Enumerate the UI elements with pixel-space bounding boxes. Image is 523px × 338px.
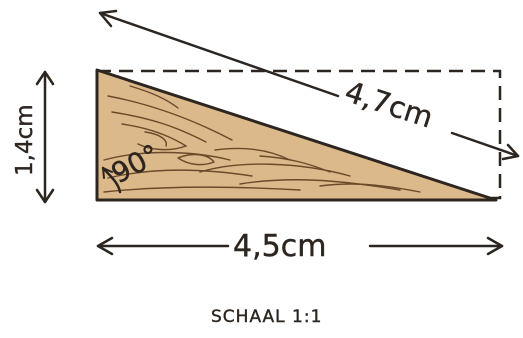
hypotenuse-arrow <box>98 9 520 161</box>
height-arrow <box>35 70 55 204</box>
height-label: 1,4cm <box>12 104 38 176</box>
right-angle-arc <box>101 166 122 194</box>
right-angle-arrowhead <box>102 167 113 179</box>
wood-triangle <box>95 68 498 202</box>
hypotenuse-label: 4,7cm <box>341 74 437 134</box>
scale-label: SCHAAL 1:1 <box>211 307 322 327</box>
base-arrow <box>96 236 504 256</box>
wood-grain <box>103 85 421 193</box>
base-label: 4,5cm <box>233 229 326 264</box>
